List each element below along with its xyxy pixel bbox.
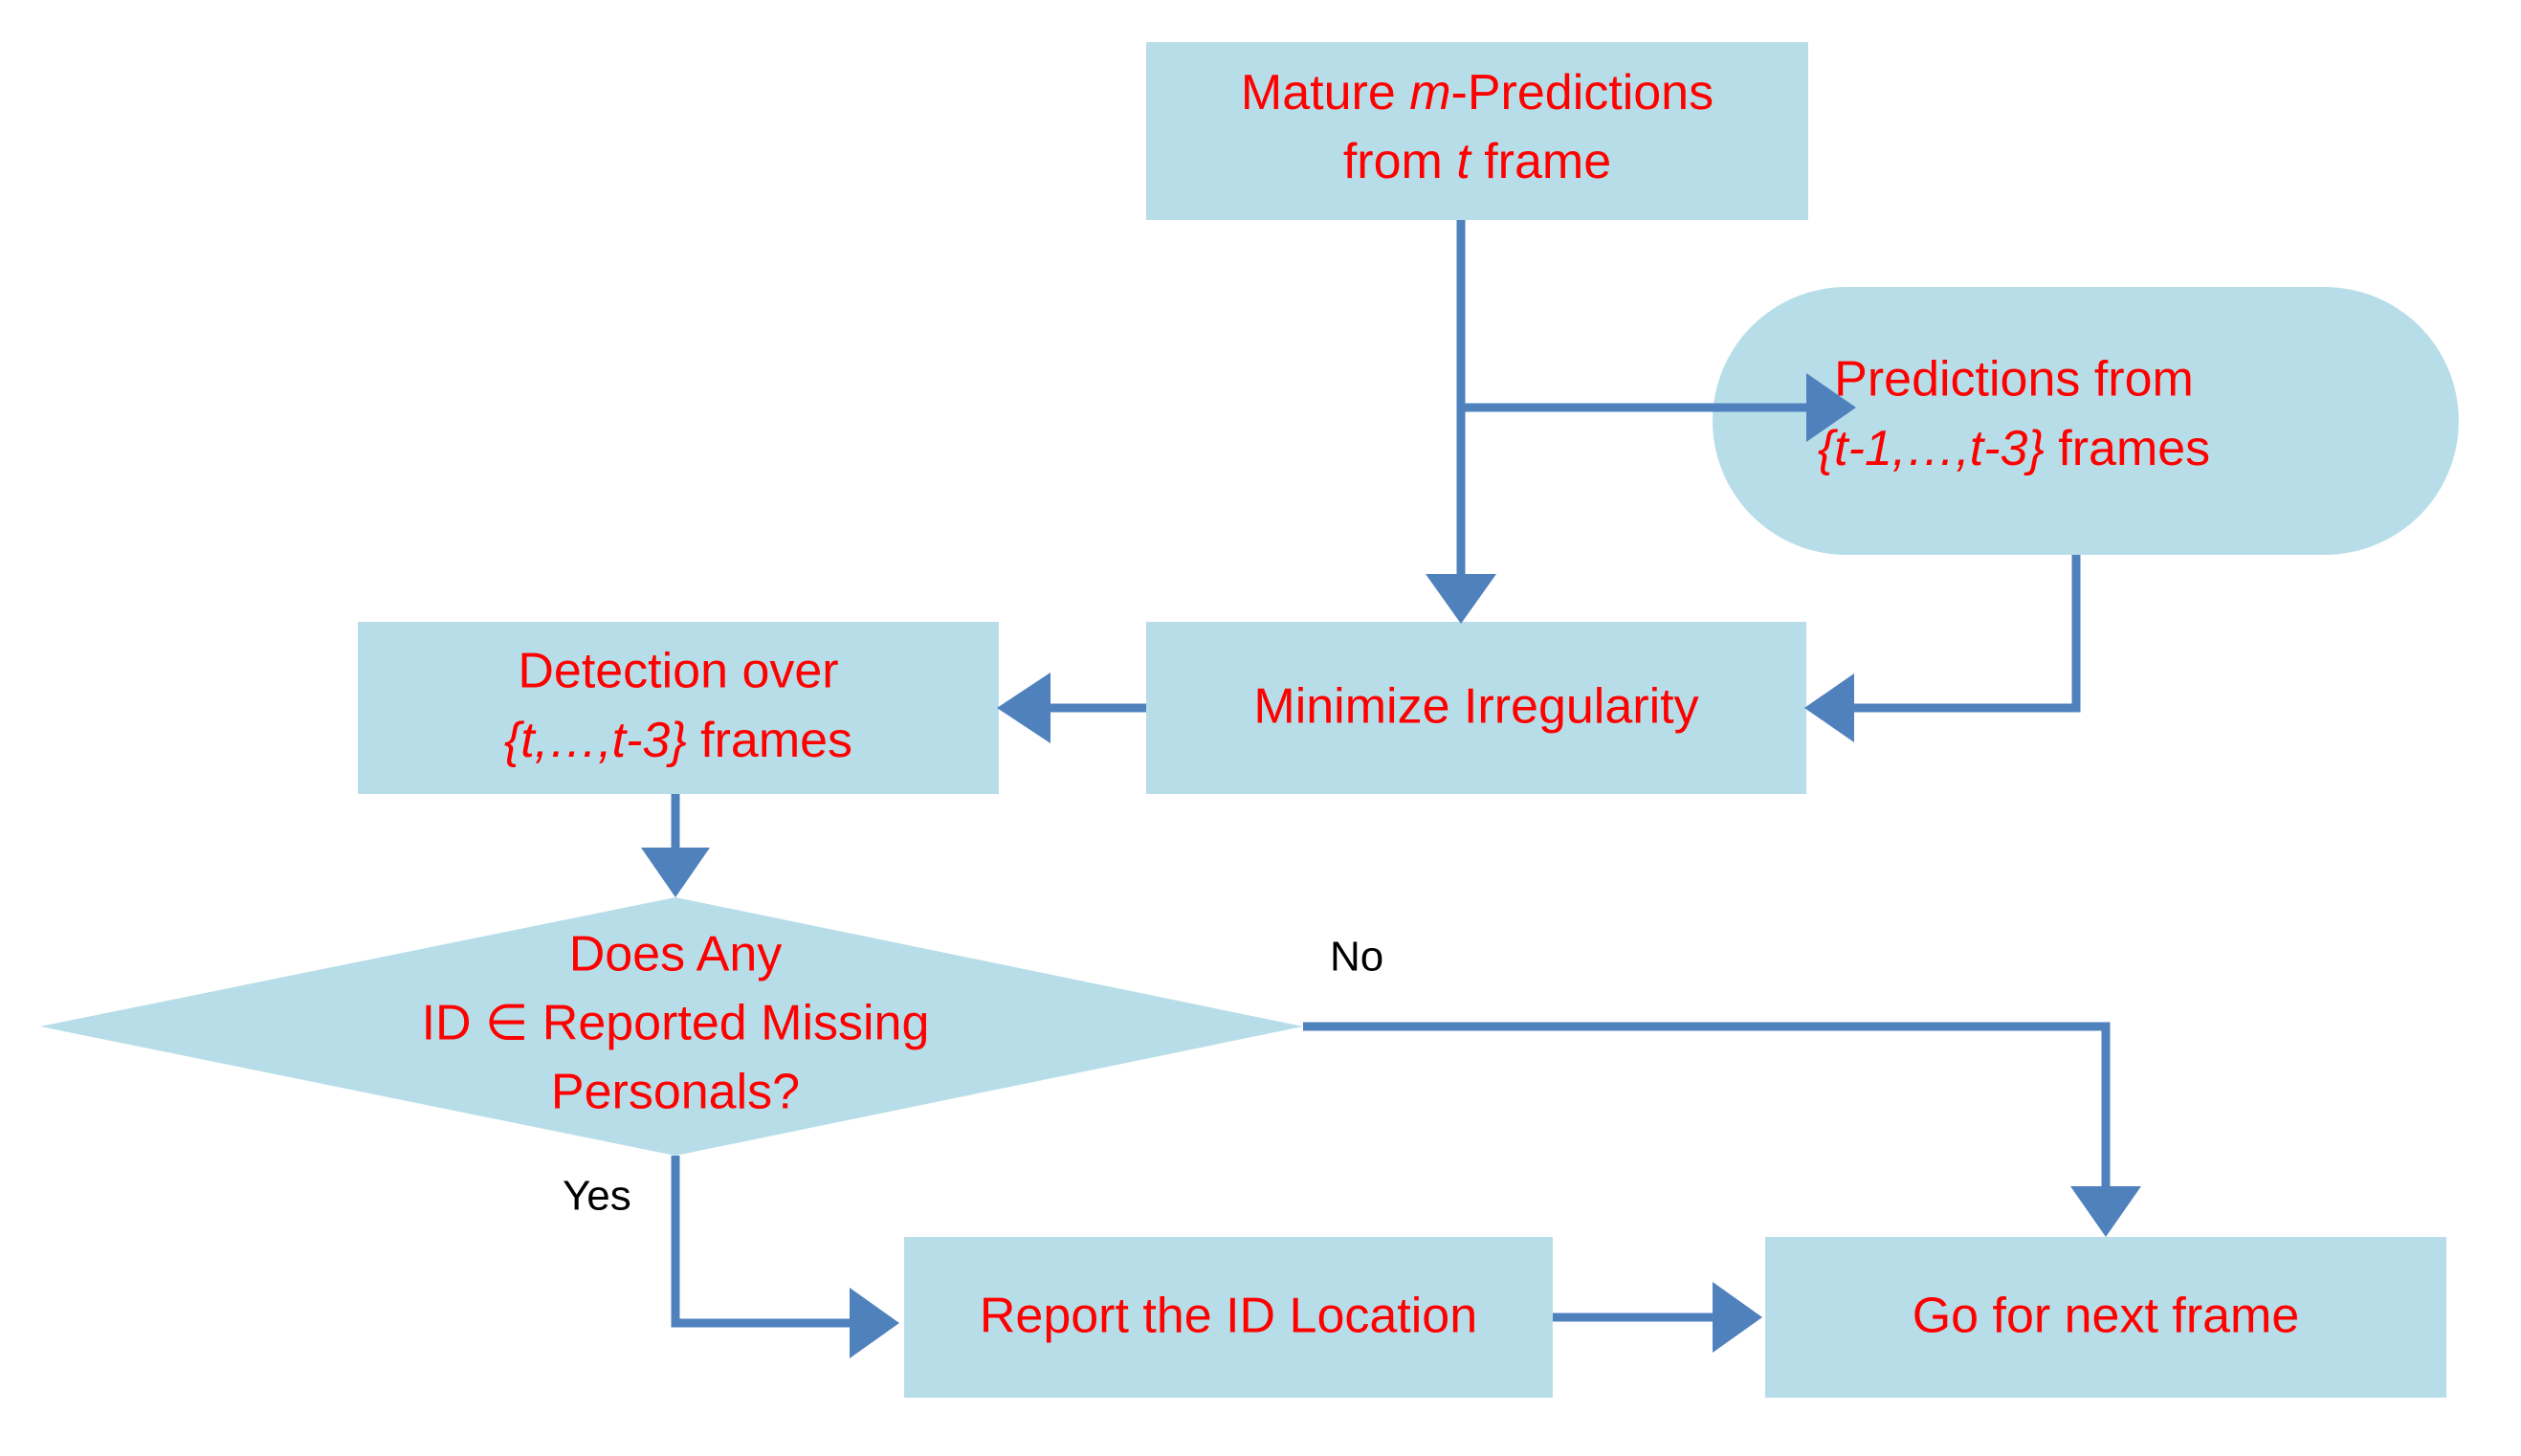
report-id-location-box[interactable]: [904, 1237, 1553, 1398]
node-report-id-location[interactable]: Report the ID Location: [904, 1237, 1553, 1398]
connector-predictions-window-to-minimize: [1804, 555, 2081, 742]
decision-missing-line2: ID ∈ Reported Missing: [422, 996, 930, 1051]
connector-line: [1303, 1022, 2111, 1210]
minimize-irregularity-box[interactable]: [1146, 622, 1806, 794]
node-go-next-frame[interactable]: Go for next frame: [1765, 1237, 2446, 1398]
arrowhead-down-icon: [2070, 1186, 2141, 1237]
arrowhead-right-icon: [1713, 1282, 1762, 1353]
go-next-frame-label: Go for next frame: [1913, 1289, 2300, 1344]
connector-decision-yes-to-report: Yes: [563, 1156, 899, 1358]
arrowhead-down-icon: [641, 848, 710, 897]
connector-decision-no-to-go-next-frame: No: [1303, 934, 2141, 1237]
decision-missing-line1: Does Any: [569, 927, 783, 982]
go-next-frame-box[interactable]: [1765, 1237, 2446, 1398]
connector-mature-to-minimize: [1426, 220, 1496, 624]
connector-minimize-to-detection: [997, 673, 1146, 743]
node-detection-over[interactable]: Detection over {t,…,t-3} frames: [358, 622, 999, 794]
connector-line: [671, 1156, 873, 1328]
minimize-irregularity-label: Minimize Irregularity: [1253, 679, 1698, 735]
mature-predictions-line1: Mature m-Predictions: [1241, 65, 1714, 121]
mature-predictions-line2: from t frame: [1343, 134, 1611, 189]
predictions-window-notch: [2325, 287, 2521, 555]
predictions-window-delay-shape[interactable]: [1713, 287, 2459, 555]
detection-over-line2: {t,…,t-3} frames: [504, 713, 852, 768]
connector-mature-to-predictions-window: [1461, 373, 1856, 442]
detection-over-box[interactable]: [358, 622, 999, 794]
mature-predictions-box[interactable]: [1146, 42, 1808, 220]
predictions-window-line2: {t-1,…,t-3} frames: [1818, 421, 2210, 476]
arrowhead-right-icon: [850, 1288, 899, 1358]
predictions-window-line1: Predictions from: [1834, 352, 2194, 408]
arrowhead-left-icon: [1804, 673, 1854, 742]
node-minimize-irregularity[interactable]: Minimize Irregularity: [1146, 622, 1806, 794]
edge-label-no: No: [1330, 934, 1383, 981]
arrowhead-down-icon: [1426, 574, 1496, 624]
connector-line: [1829, 555, 2081, 713]
node-predictions-window[interactable]: Predictions from {t-1,…,t-3} frames: [1713, 287, 2521, 555]
connector-report-to-go-next-frame: [1553, 1282, 1762, 1353]
decision-missing-diamond[interactable]: [40, 897, 1303, 1156]
connector-detection-to-decision: [641, 794, 710, 897]
decision-missing-line3: Personals?: [551, 1065, 800, 1120]
report-id-location-label: Report the ID Location: [980, 1289, 1477, 1344]
detection-over-line1: Detection over: [518, 644, 838, 699]
edge-label-yes: Yes: [563, 1173, 631, 1220]
node-mature-predictions[interactable]: Mature m-Predictions from t frame: [1146, 42, 1808, 220]
arrowhead-left-icon: [997, 673, 1050, 743]
arrowhead-right-icon: [1806, 373, 1856, 442]
node-decision-missing[interactable]: Does Any ID ∈ Reported Missing Personals…: [40, 897, 1303, 1156]
